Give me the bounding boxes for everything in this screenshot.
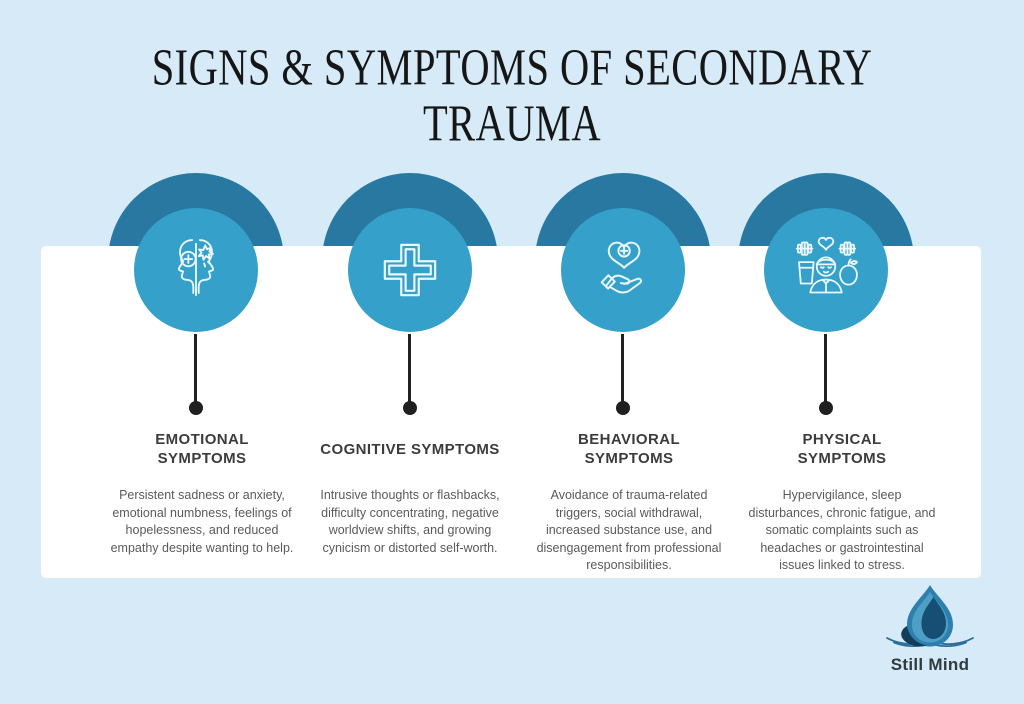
column-description-physical: Hypervigilance, sleep disturbances, chro… <box>748 488 936 572</box>
brand-logo: Still Mind <box>880 583 980 675</box>
connector-dot <box>403 401 417 415</box>
column-description-cognitive: Intrusive thoughts or flashbacks, diffic… <box>320 488 500 555</box>
connector-dot <box>819 401 833 415</box>
column-heading-physical: PHYSICAL SYMPTOMS <box>797 431 887 467</box>
column-description-emotional: Persistent sadness or anxiety, emotional… <box>110 488 294 555</box>
brand-name: Still Mind <box>890 655 970 674</box>
column-heading-behavioral: BEHAVIORAL SYMPTOMS <box>577 431 681 467</box>
column-description-behavioral: Avoidance of trauma-related triggers, so… <box>536 488 722 572</box>
medical-cross-icon <box>375 235 445 305</box>
hand-holding-heart-icon <box>588 235 658 305</box>
connector-dot <box>189 401 203 415</box>
infographic-title: SIGNS & SYMPTOMS OF SECONDARY TRAUMA <box>151 38 873 152</box>
column-circle-physical <box>764 208 888 332</box>
column-circle-emotional <box>134 208 258 332</box>
connector-line <box>621 334 624 402</box>
connector-line <box>408 334 411 402</box>
connector-line <box>824 334 827 402</box>
connector-line <box>194 334 197 402</box>
column-heading-cognitive: COGNITIVE SYMPTOMS <box>320 440 500 458</box>
column-circle-behavioral <box>561 208 685 332</box>
connector-dot <box>616 401 630 415</box>
healthy-lifestyle-icon <box>790 234 862 306</box>
column-circle-cognitive <box>348 208 472 332</box>
water-drop-ripple-icon <box>880 585 980 653</box>
dual-head-profiles-icon <box>161 235 231 305</box>
column-heading-emotional: EMOTIONAL SYMPTOMS <box>155 431 249 467</box>
